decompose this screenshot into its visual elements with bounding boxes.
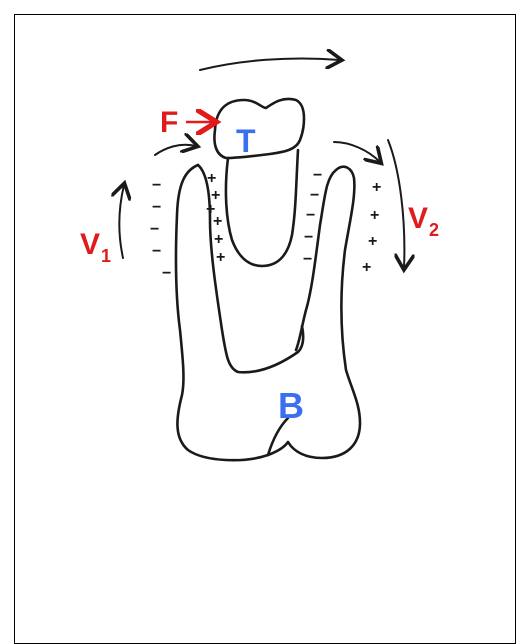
label-v1-main: V [80, 228, 100, 261]
charge-plus: + [213, 213, 222, 230]
charge-plus: + [372, 179, 381, 196]
diagram-canvas: − − − − − + + + + + + − − − − − + + + + … [0, 0, 527, 625]
flow-arrow-left [155, 145, 196, 155]
label-top-block: T [236, 123, 256, 159]
rotation-arrow [200, 58, 340, 70]
label-v2: V 2 [408, 202, 439, 240]
label-bottom-body: B [278, 385, 304, 426]
charge-minus: − [310, 187, 319, 204]
charge-minus: − [162, 265, 171, 282]
charge-minus: − [152, 177, 161, 194]
charge-minus: − [150, 221, 159, 238]
v1-arrow [119, 185, 124, 258]
charge-plus: + [368, 233, 377, 250]
charge-minus: − [152, 243, 161, 260]
charge-minus: − [306, 207, 315, 224]
flow-arrow-right [334, 142, 380, 162]
charge-plus: + [370, 207, 379, 224]
label-v2-main: V [408, 202, 428, 235]
label-v2-subscript: 2 [429, 220, 439, 240]
top-stem-outline [226, 150, 298, 266]
label-force: F [160, 106, 178, 139]
outer-body-outline [176, 165, 360, 460]
inner-right-charges: − − − − − [303, 167, 322, 268]
v2-arrow [388, 140, 404, 268]
charge-minus: − [303, 251, 312, 268]
charge-plus: + [207, 170, 216, 187]
label-v1-subscript: 1 [101, 246, 111, 266]
charge-minus: − [313, 167, 322, 184]
charge-minus: − [304, 229, 313, 246]
right-wall-charges: + + + + [362, 179, 381, 276]
charge-plus: + [362, 259, 371, 276]
charge-plus: + [216, 249, 225, 266]
left-wall-charges: − − − − − [150, 177, 171, 282]
charge-minus: − [152, 199, 161, 216]
label-v1: V 1 [80, 228, 111, 266]
charge-plus: + [214, 231, 223, 248]
top-block-outline [214, 99, 304, 158]
